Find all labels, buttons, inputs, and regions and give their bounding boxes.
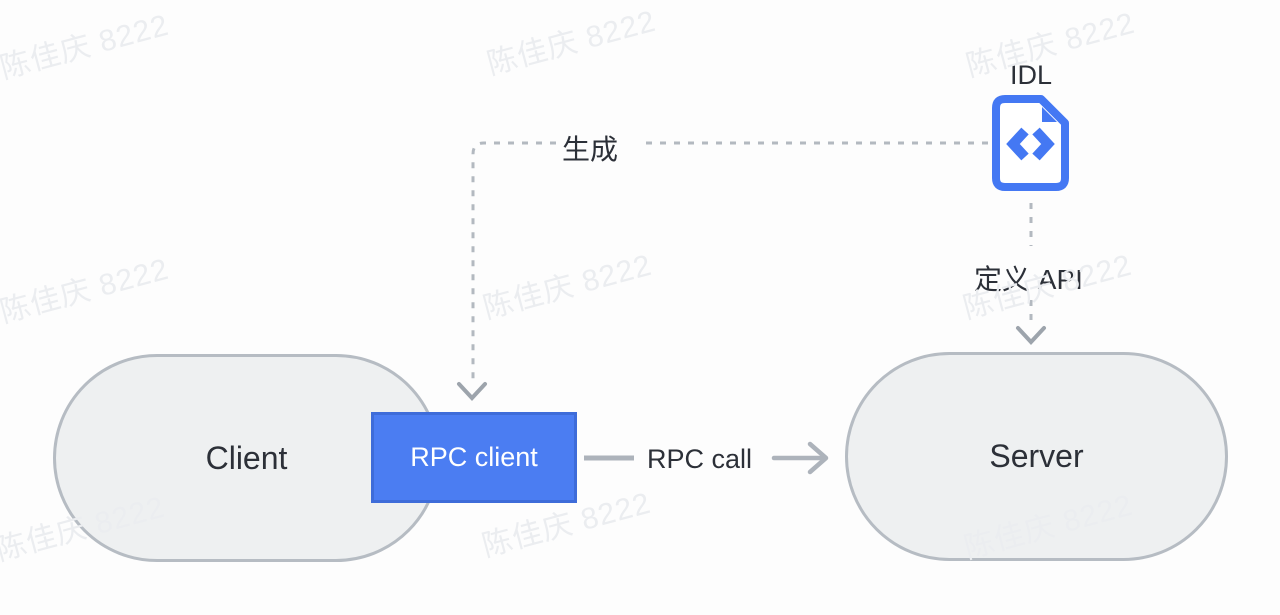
server-node: Server (845, 352, 1228, 561)
code-chevron-right (1032, 127, 1055, 161)
rpc-call-arrowhead-icon (807, 441, 829, 475)
code-file-icon (992, 95, 1069, 191)
document-fold (1042, 107, 1057, 122)
generate-arrowhead-icon (457, 382, 487, 401)
client-node-label: Client (205, 439, 288, 476)
define-api-arrowhead-icon (1016, 326, 1046, 345)
server-node-label: Server (989, 438, 1084, 474)
code-chevron-left (1006, 127, 1029, 161)
document-outline (992, 95, 1069, 191)
rpc-client-node: RPC client (371, 412, 577, 503)
rpc-call-edge-label: RPC call (647, 444, 753, 474)
idl-node-label: IDL (1009, 60, 1053, 90)
generate-edge-left-segment (471, 141, 556, 380)
generate-edge-label: 生成 (562, 134, 619, 165)
rpc-client-node-label: RPC client (410, 442, 538, 472)
define-api-edge-label: 定义 API (974, 264, 1083, 295)
client-node: Client (53, 354, 440, 562)
